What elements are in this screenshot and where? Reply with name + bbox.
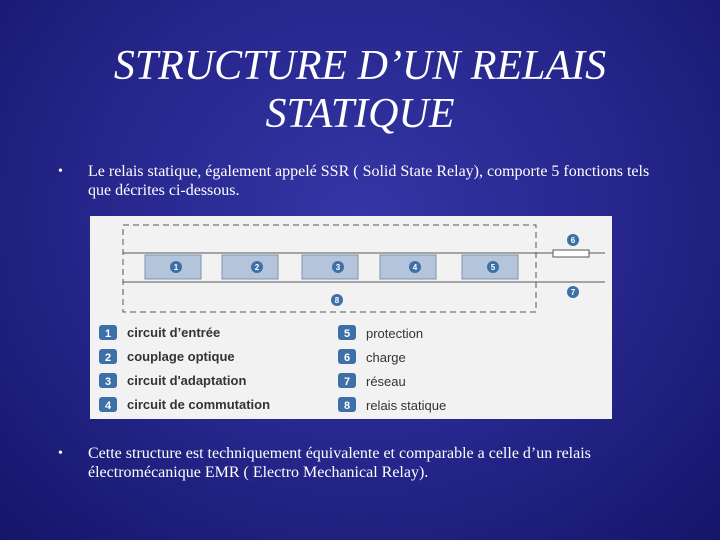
badge-network: 7 [567,286,579,298]
legend-item-2: 2 couplage optique [99,349,235,364]
legend-item-5: 5 protection [338,325,423,341]
svg-text:2: 2 [105,352,111,364]
bullet-text-1: Le relais statique, également appelé SSR… [88,163,650,199]
svg-text:7: 7 [344,376,350,388]
legend-label-7: réseau [366,374,406,389]
slide-title: STRUCTURE D’UN RELAIS STATIQUE [113,43,607,137]
legend-item-4: 4 circuit de commutation [99,397,270,412]
svg-text:6: 6 [344,352,350,364]
svg-text:8: 8 [335,296,340,305]
legend-label-1: circuit d’entrée [127,325,220,340]
legend-item-7: 7 réseau [338,373,406,389]
block-3-number: 3 [336,263,341,272]
svg-text:7: 7 [571,288,576,297]
legend-item-8: 8 relais statique [338,397,446,413]
legend-label-4: circuit de commutation [127,397,270,412]
function-block-2: 2 [221,254,279,280]
load-resistor [552,249,590,258]
function-block-4: 4 [379,254,437,280]
relay-structure-diagram: 1 2 3 4 5 8 6 [90,216,612,419]
svg-text:4: 4 [105,400,112,412]
legend-label-6: charge [366,350,406,365]
bullet-marker: • [58,446,63,461]
legend-label-2: couplage optique [127,349,235,364]
svg-text:1: 1 [105,328,111,340]
legend-label-3: circuit d'adaptation [127,373,246,388]
svg-text:6: 6 [571,236,576,245]
legend-label-8: relais statique [366,398,446,413]
badge-load: 6 [567,234,579,246]
block-1-number: 1 [174,263,179,272]
legend-item-1: 1 circuit d’entrée [99,325,220,340]
bullet-marker: • [58,164,63,179]
function-block-1: 1 [144,254,202,280]
block-2-number: 2 [255,263,260,272]
block-5-number: 5 [491,263,496,272]
svg-text:5: 5 [344,328,350,340]
badge-relay: 8 [331,294,343,306]
svg-text:8: 8 [344,400,350,412]
svg-text:3: 3 [105,376,111,388]
function-block-3: 3 [301,254,359,280]
bullet-text-2: Cette structure est techniquement équiva… [88,445,591,481]
function-block-5: 5 [461,254,519,280]
block-4-number: 4 [413,263,418,272]
legend-item-3: 3 circuit d'adaptation [99,373,246,388]
legend-item-6: 6 charge [338,349,406,365]
legend-label-5: protection [366,326,423,341]
